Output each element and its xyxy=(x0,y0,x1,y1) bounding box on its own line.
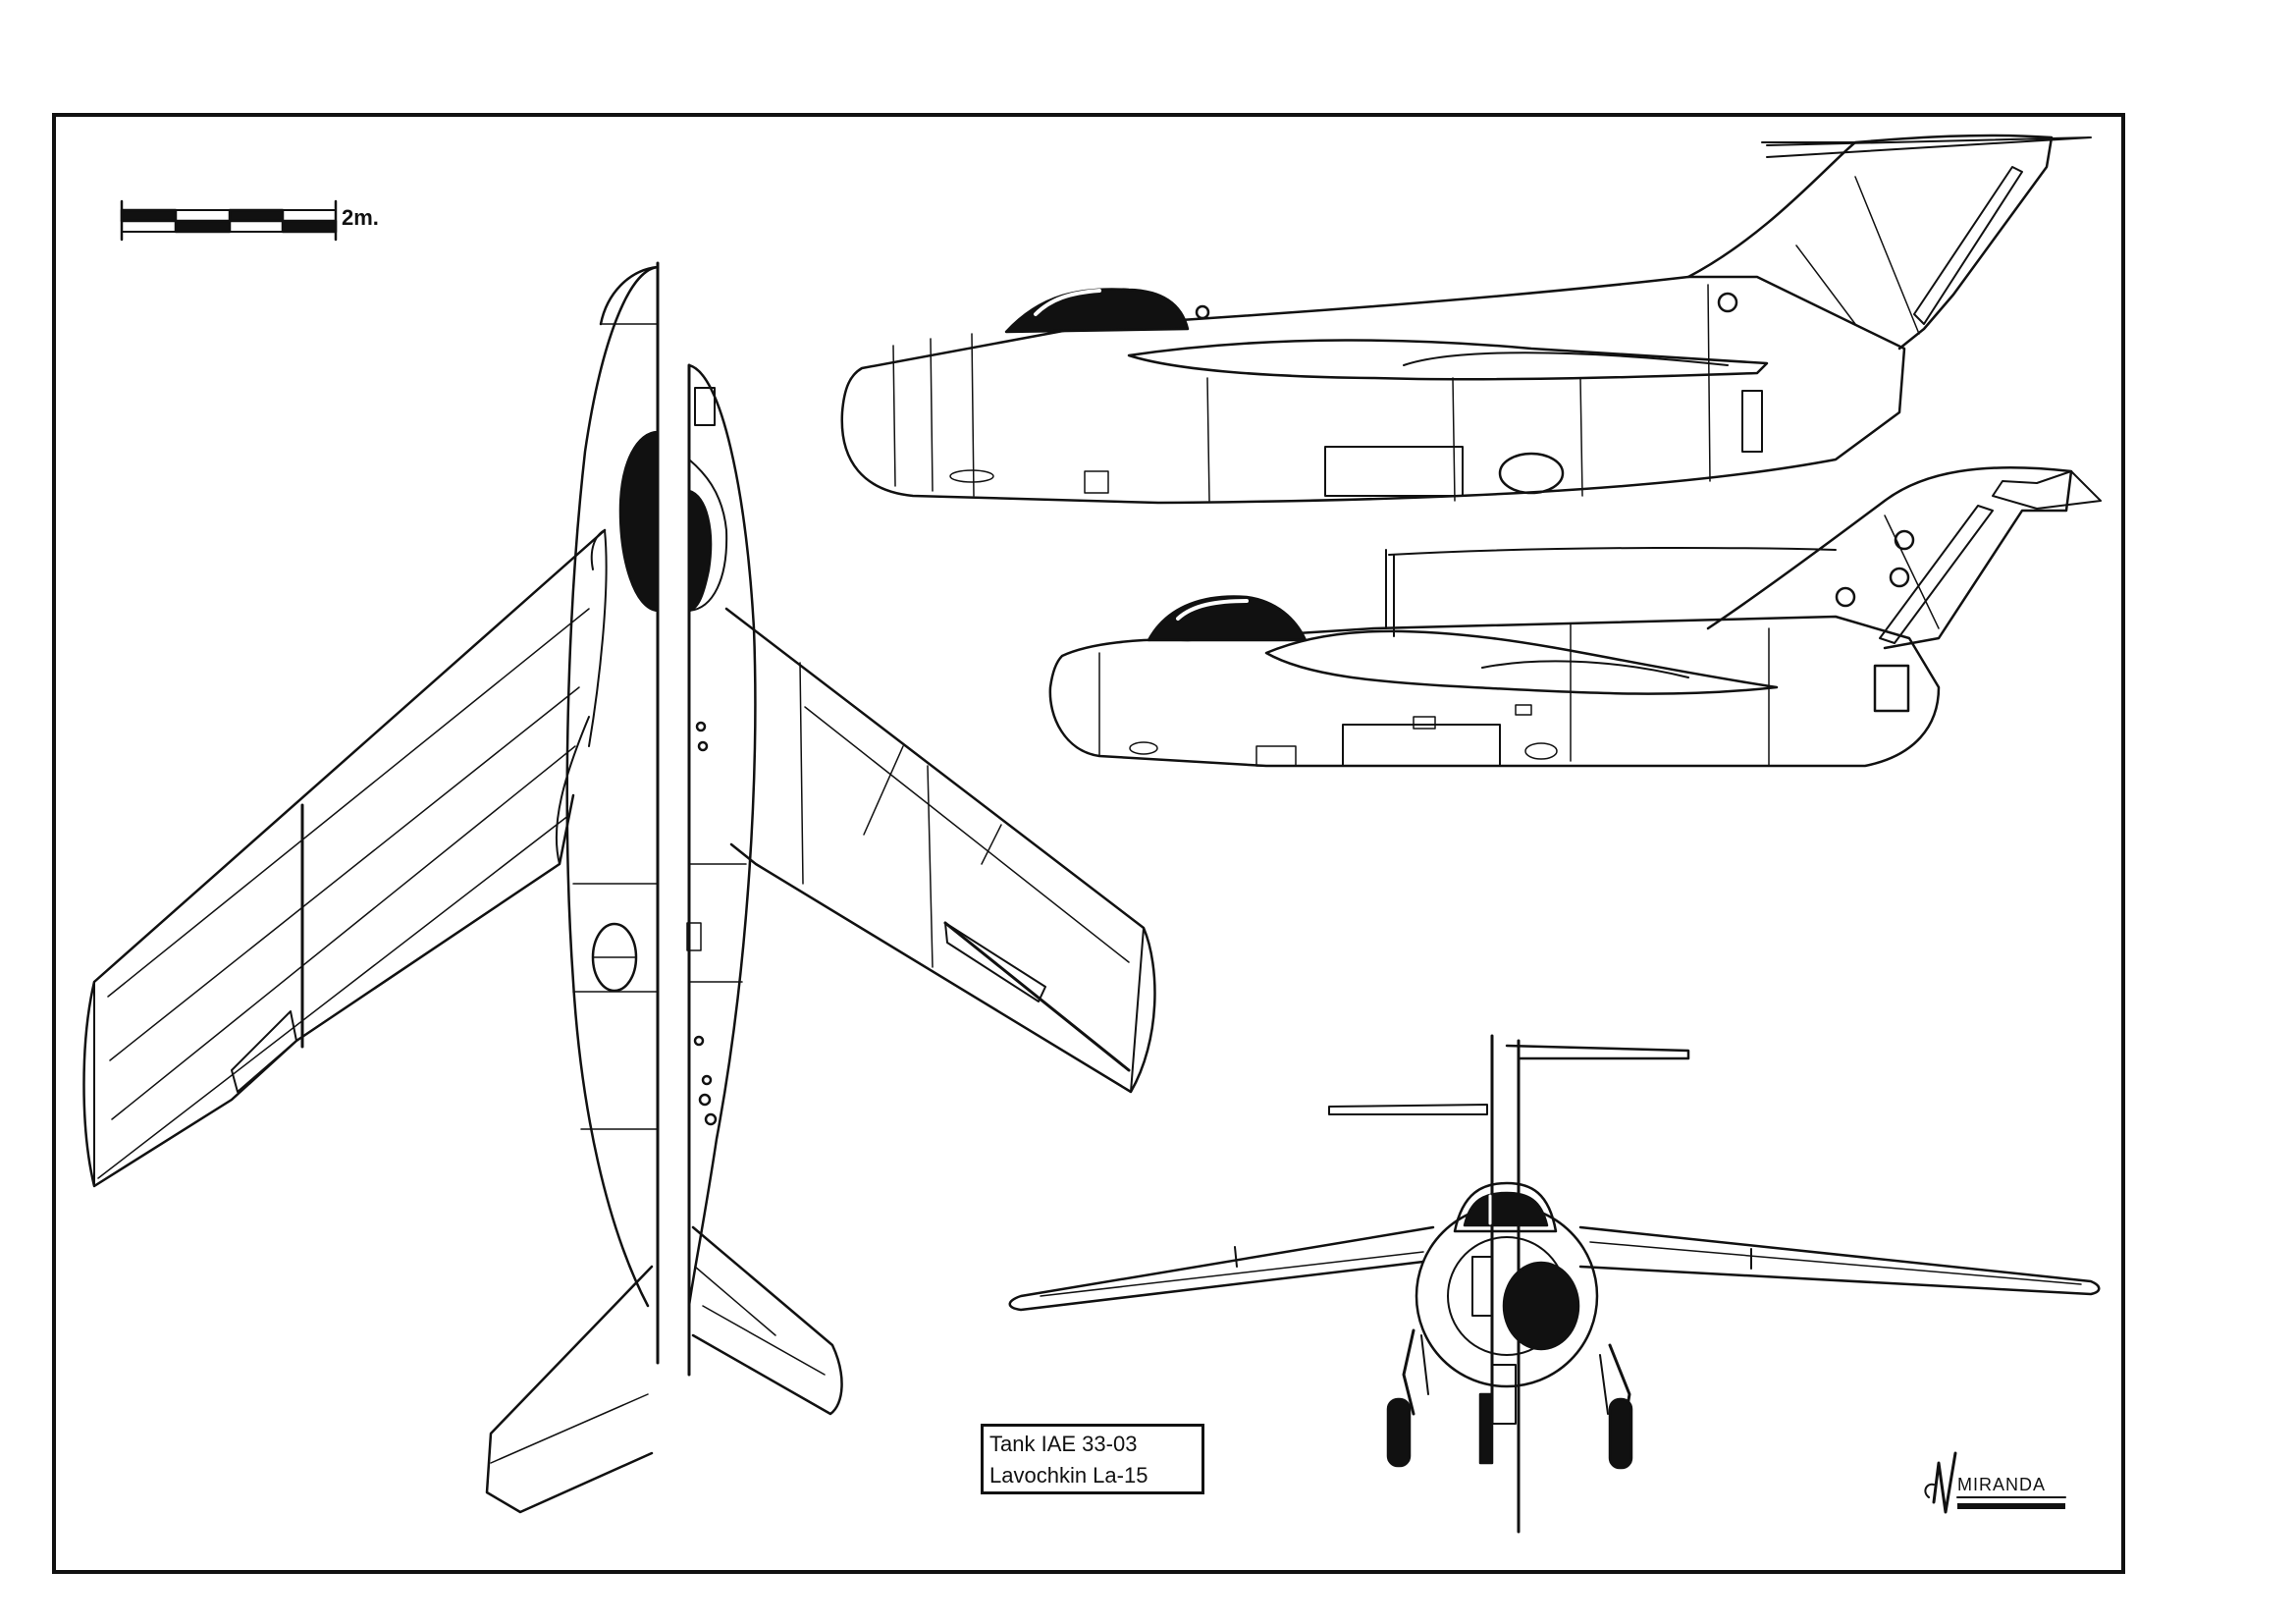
title-line-1: Tank IAE 33-03 xyxy=(989,1432,1138,1456)
front-view xyxy=(1008,1034,2101,1534)
scale-bar-label: 2m. xyxy=(342,205,379,230)
top-view xyxy=(82,261,1156,1514)
miranda-signature-logo xyxy=(1924,1451,2066,1514)
title-block: Tank IAE 33-03 Lavochkin La-15 xyxy=(981,1424,1204,1494)
signature-text: MIRANDA xyxy=(1957,1475,2047,1494)
title-line-2: Lavochkin La-15 xyxy=(989,1463,1148,1488)
side-view-upper xyxy=(840,134,2092,505)
scale-bar xyxy=(120,199,338,242)
drawing-frame xyxy=(52,113,2125,1574)
side-view-lower xyxy=(1048,466,2102,768)
